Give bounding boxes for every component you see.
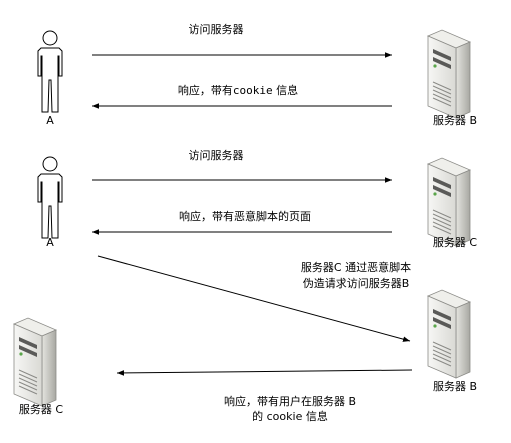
cookie-response-label-line1: 响应，带有用户在服务器 B xyxy=(224,394,356,408)
server-b-icon xyxy=(427,29,471,119)
forged-request-label-line1: 服务器C 通过恶意脚本 xyxy=(301,260,411,274)
cookie-response-arrow xyxy=(116,369,413,376)
server-c-icon xyxy=(427,157,471,247)
server-c-label: 服务器 C xyxy=(19,403,63,416)
server-b-icon xyxy=(427,289,471,379)
server-c-label: 服务器 C xyxy=(433,236,477,249)
malicious-page-label: 响应，带有恶意脚本的页面 xyxy=(179,209,311,223)
request-label: 访问服务器 xyxy=(189,149,244,162)
forged-request-label-line2: 伪造请求访问服务器B xyxy=(303,276,410,290)
user-a-label: A xyxy=(46,114,54,127)
server-c-icon xyxy=(13,317,57,407)
user-a-icon xyxy=(37,30,63,113)
forged-request-arrow xyxy=(97,255,411,342)
user-a-label: A xyxy=(46,236,54,249)
user-a-icon xyxy=(37,156,63,239)
scenario-2: A 服务器 C 访问服务器 响应，带有恶意脚本的页面 服务器C 通过恶意脚本 伪… xyxy=(13,149,477,423)
server-b-label: 服务器 B xyxy=(433,114,477,127)
response-label: 响应，带有cookie 信息 xyxy=(178,83,298,97)
scenario-1: A 服务器 B 访问服务器 响应，带有cookie 信息 xyxy=(37,23,477,127)
cookie-response-label-line2: 的 cookie 信息 xyxy=(252,409,328,423)
request-label: 访问服务器 xyxy=(189,23,244,36)
server-b-label: 服务器 B xyxy=(433,380,477,393)
